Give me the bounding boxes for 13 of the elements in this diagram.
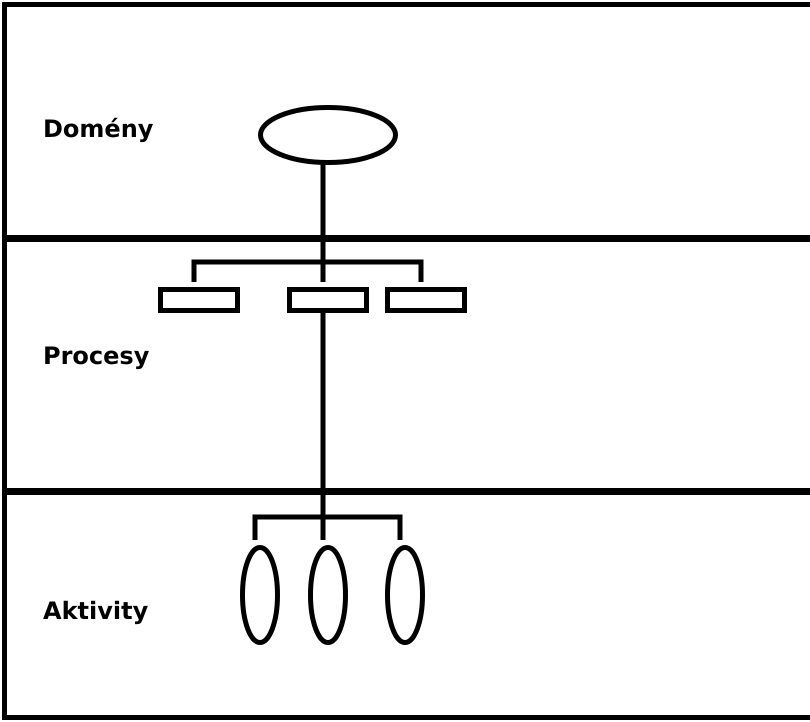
swimlane-band [2,2,810,240]
lane-label: Procesy [43,342,150,370]
ellipse-shape [258,105,398,165]
swimlane-band [2,237,810,493]
lane-label: Aktivity [43,597,148,625]
rectangle-shape [287,287,369,313]
rectangle-shape [158,287,240,313]
ellipse-shape [385,545,425,645]
lane-label: Domény [43,115,154,143]
ellipse-shape [240,545,280,645]
rectangle-shape [385,287,467,313]
swimlane-band [2,490,810,720]
ellipse-shape [308,545,348,645]
